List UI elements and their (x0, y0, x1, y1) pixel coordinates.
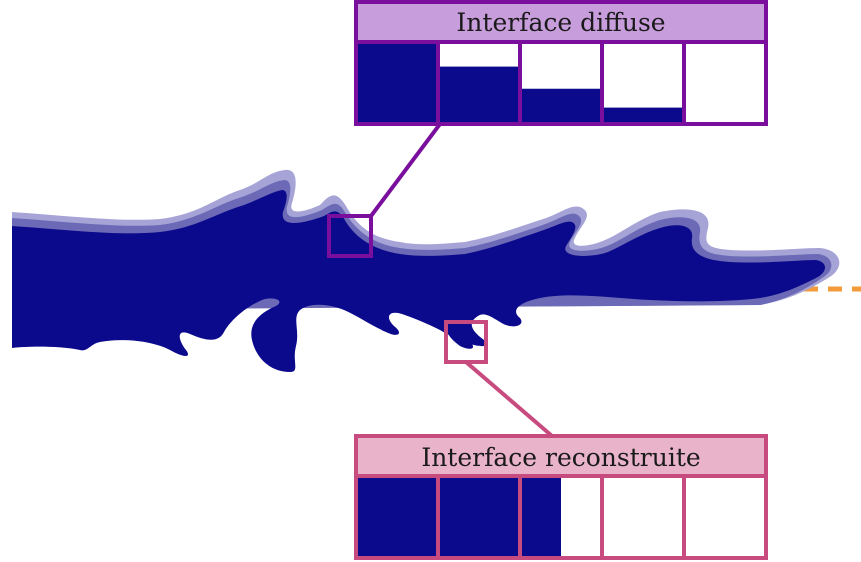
cell-fill (520, 88, 602, 124)
reconstructed-panel-frame (354, 434, 768, 560)
reconstructed-panel-header (356, 436, 766, 476)
cell-fill (438, 66, 520, 124)
cell-border (600, 474, 686, 560)
diffuse-panel-title: Interface diffuse (456, 8, 665, 37)
cell-fill (520, 476, 561, 558)
cell-border (682, 40, 768, 126)
diffuse-cells (354, 40, 768, 126)
reconstructed-panel: Interface reconstruite (354, 434, 768, 560)
cell-fill (438, 476, 520, 558)
diffuse-leader-line (369, 122, 442, 218)
cell-fill (356, 476, 438, 558)
liquid-jet (12, 169, 840, 372)
diffuse-zoom-marker (327, 214, 373, 258)
reconstructed-cells (354, 474, 768, 560)
cell-border (682, 474, 768, 560)
reconstructed-leader-line (464, 360, 554, 438)
diffuse-panel-frame (354, 0, 768, 126)
cell-fill (602, 107, 684, 124)
jet-ligament-lower (446, 326, 474, 349)
cell-fill (356, 42, 438, 124)
jet-ligament-upper (330, 230, 362, 253)
reconstructed-panel-title: Interface reconstruite (421, 443, 700, 472)
diffuse-panel-header (356, 2, 766, 42)
jet-core (12, 190, 825, 372)
diffuse-panel: Interface diffuse (354, 0, 768, 126)
